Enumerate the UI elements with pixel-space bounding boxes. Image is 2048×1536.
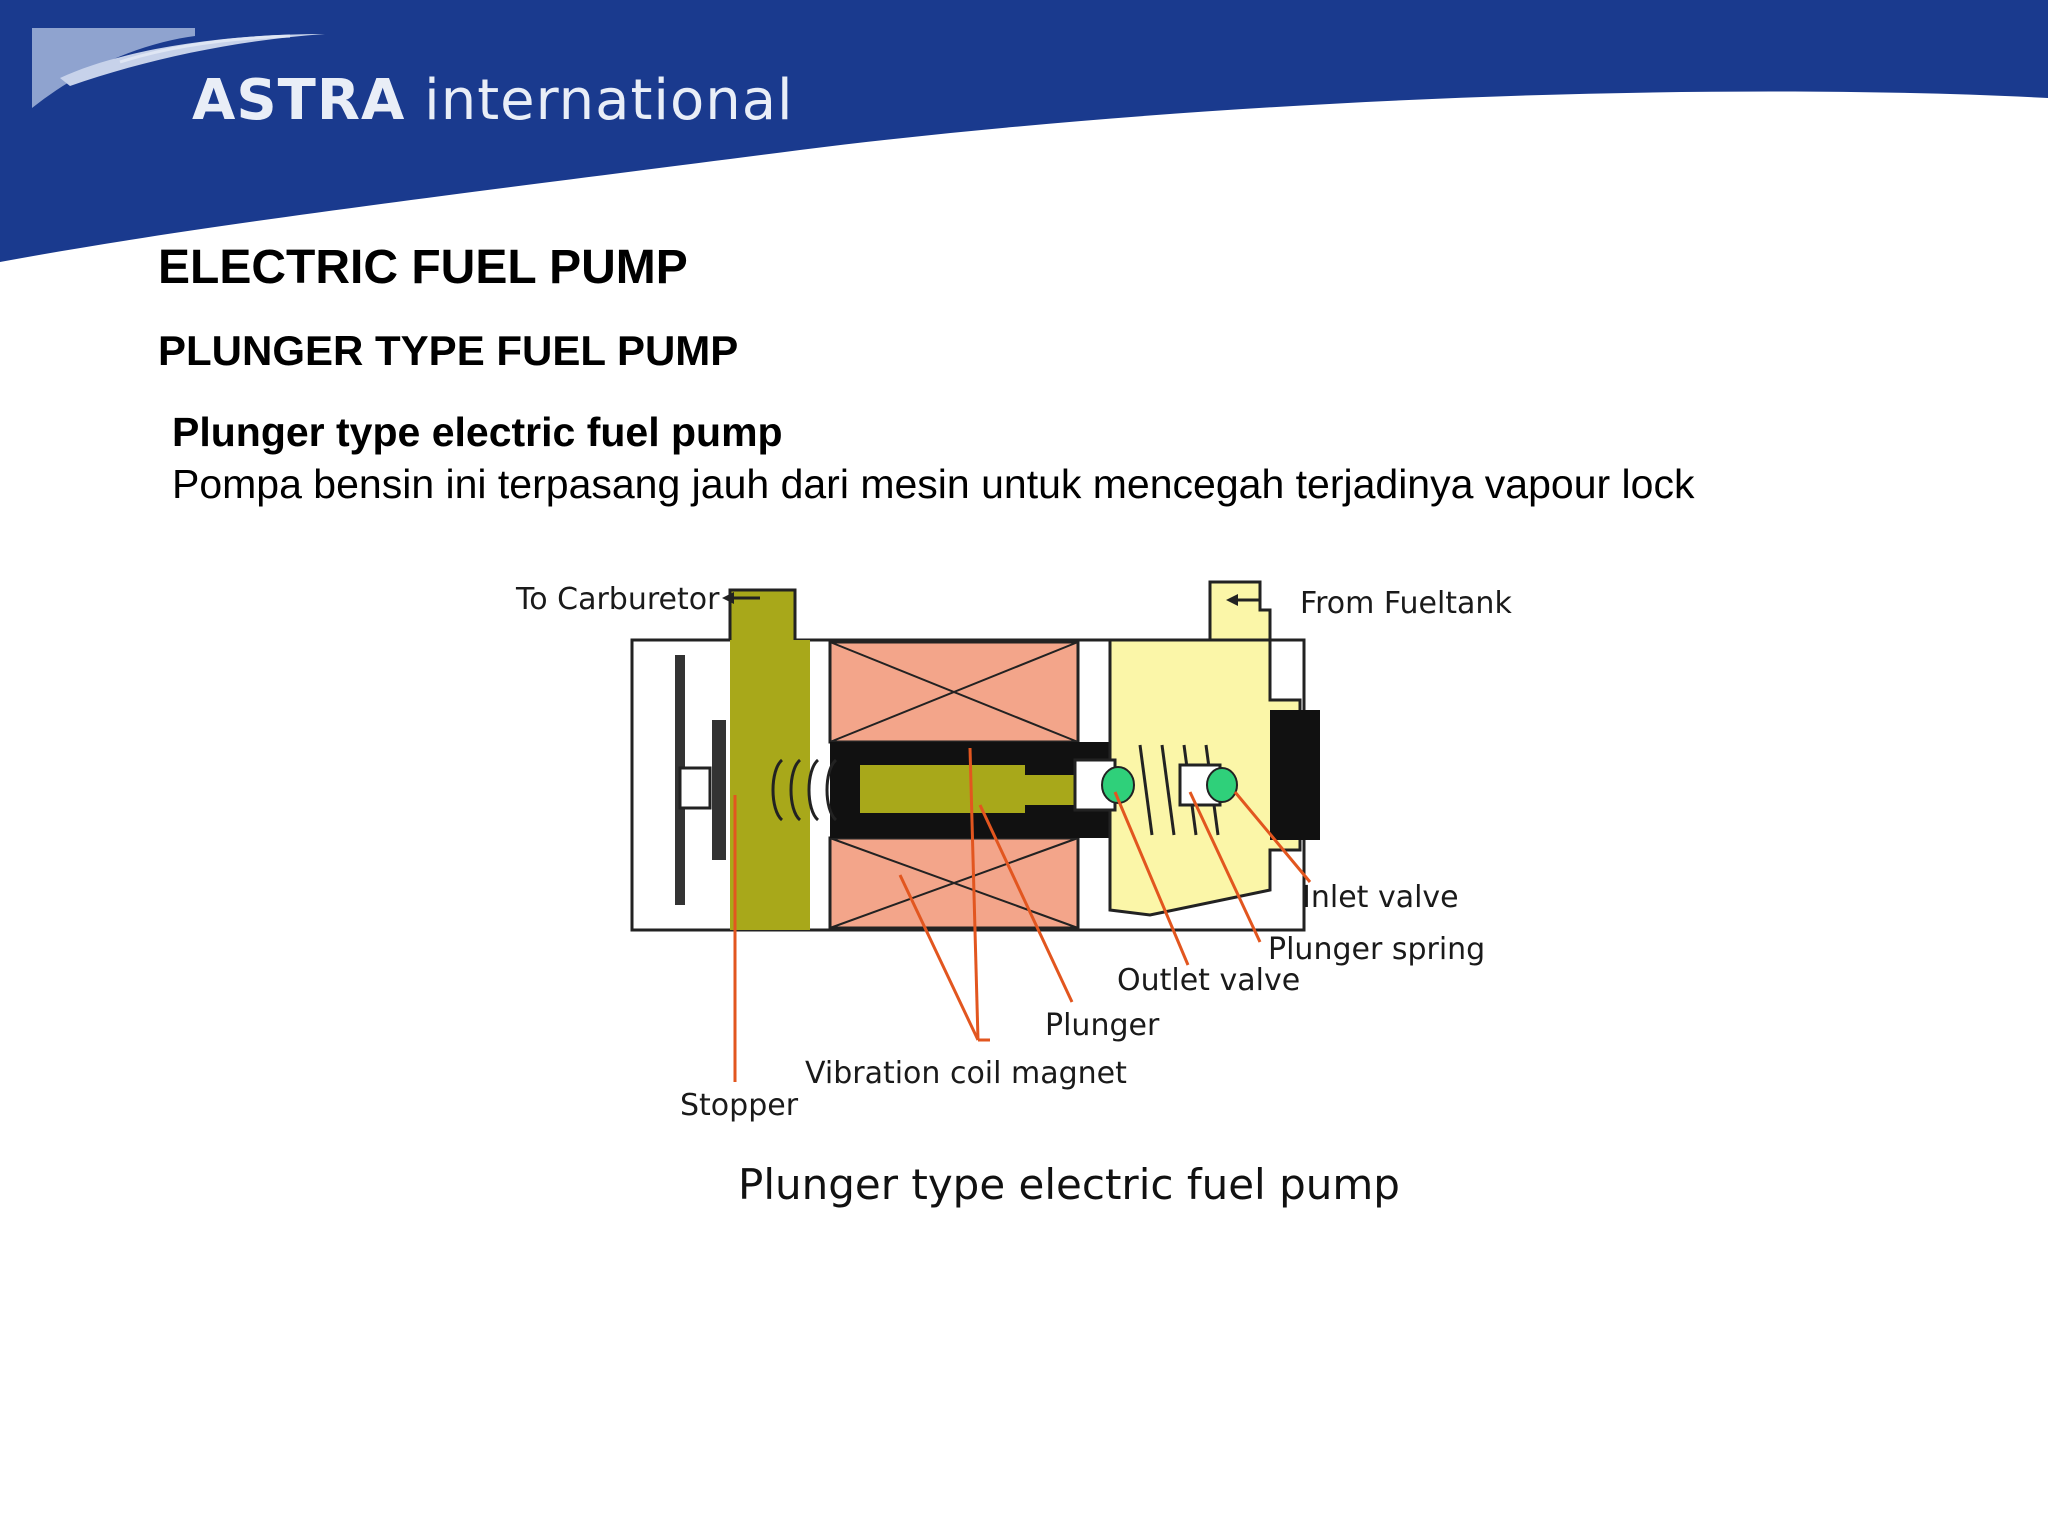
brand-wordmark: ASTRA international bbox=[192, 68, 794, 133]
label-from-fueltank: From Fueltank bbox=[1300, 586, 1512, 621]
section-description: Pompa bensin ini terpasang jauh dari mes… bbox=[172, 461, 1695, 507]
page-title: ELECTRIC FUEL PUMP bbox=[158, 241, 688, 294]
pump-cross-section bbox=[630, 580, 1320, 1082]
diagram-caption: Plunger type electric fuel pump bbox=[738, 1160, 1400, 1209]
brand-name-bold: ASTRA bbox=[192, 68, 406, 133]
header-band: ASTRA international bbox=[0, 0, 2048, 280]
swoosh-logo-icon bbox=[32, 28, 325, 108]
label-plunger: Plunger bbox=[1045, 1008, 1160, 1043]
coil-lower bbox=[828, 836, 1080, 930]
header-swoosh bbox=[0, 0, 2048, 262]
label-stopper: Stopper bbox=[680, 1088, 799, 1123]
leader-lines bbox=[733, 747, 1312, 1082]
label-vibration-coil-magnet: Vibration coil magnet bbox=[805, 1056, 1127, 1091]
label-to-carburetor: To Carburetor bbox=[516, 582, 720, 617]
brand-name-light: international bbox=[405, 68, 794, 133]
fuel-pump-diagram: To Carburetor From Fueltank Inlet valve … bbox=[500, 570, 1540, 1220]
label-inlet-valve: Inlet valve bbox=[1302, 880, 1459, 915]
coil-upper bbox=[828, 640, 1080, 744]
page-subtitle: PLUNGER TYPE FUEL PUMP bbox=[158, 327, 739, 374]
label-outlet-valve: Outlet valve bbox=[1117, 963, 1301, 998]
label-plunger-spring: Plunger spring bbox=[1268, 932, 1486, 967]
section-heading: Plunger type electric fuel pump bbox=[172, 409, 783, 455]
